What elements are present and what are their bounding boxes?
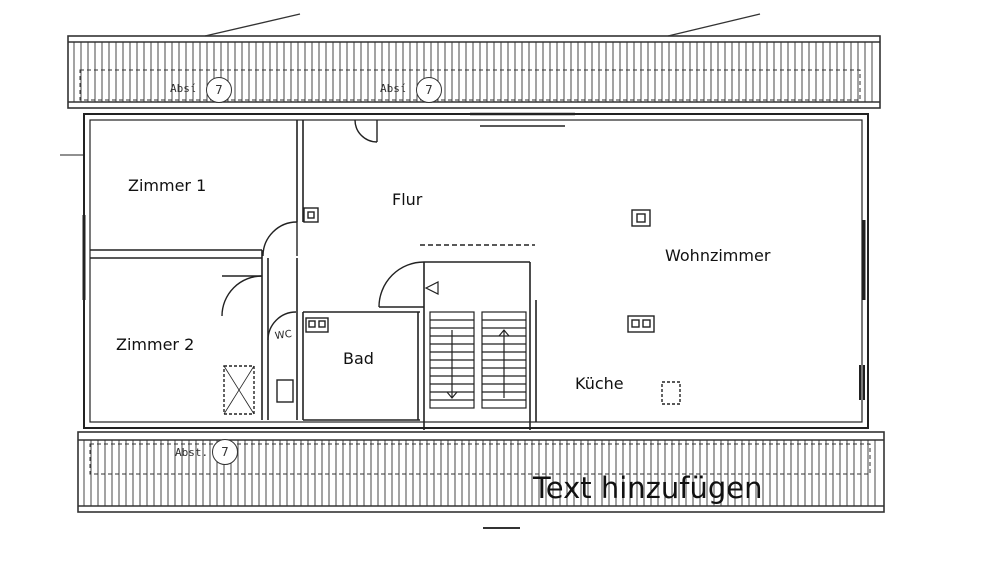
add-text-placeholder[interactable]: Text hinzufügen <box>533 471 763 505</box>
roof-band-bottom <box>77 431 885 529</box>
vent-markers <box>223 207 681 415</box>
interior-walls <box>90 112 575 430</box>
room-label-wc: WC <box>274 328 293 343</box>
setback-label-bottom-left: Abst. <box>175 446 209 459</box>
room-label-kueche: Küche <box>575 374 624 393</box>
setback-number-top-left: 7 <box>206 77 232 103</box>
setback-label-top-left: Absί <box>170 82 197 95</box>
room-label-flur: Flur <box>392 190 423 209</box>
exterior-walls <box>60 113 869 429</box>
room-label-zimmer-2: Zimmer 2 <box>116 335 195 354</box>
room-label-wohnzimmer: Wohnzimmer <box>665 246 771 265</box>
roof-band-top <box>67 13 881 109</box>
setback-label-top-mid: Absί <box>380 82 407 95</box>
window-marks <box>859 365 865 400</box>
staircase <box>424 281 527 409</box>
room-label-zimmer-1: Zimmer 1 <box>128 176 207 195</box>
door-swings <box>221 119 425 341</box>
setback-number-top-mid: 7 <box>416 77 442 103</box>
room-label-bad: Bad <box>343 349 374 368</box>
setback-number-bottom-left: 7 <box>212 439 238 465</box>
